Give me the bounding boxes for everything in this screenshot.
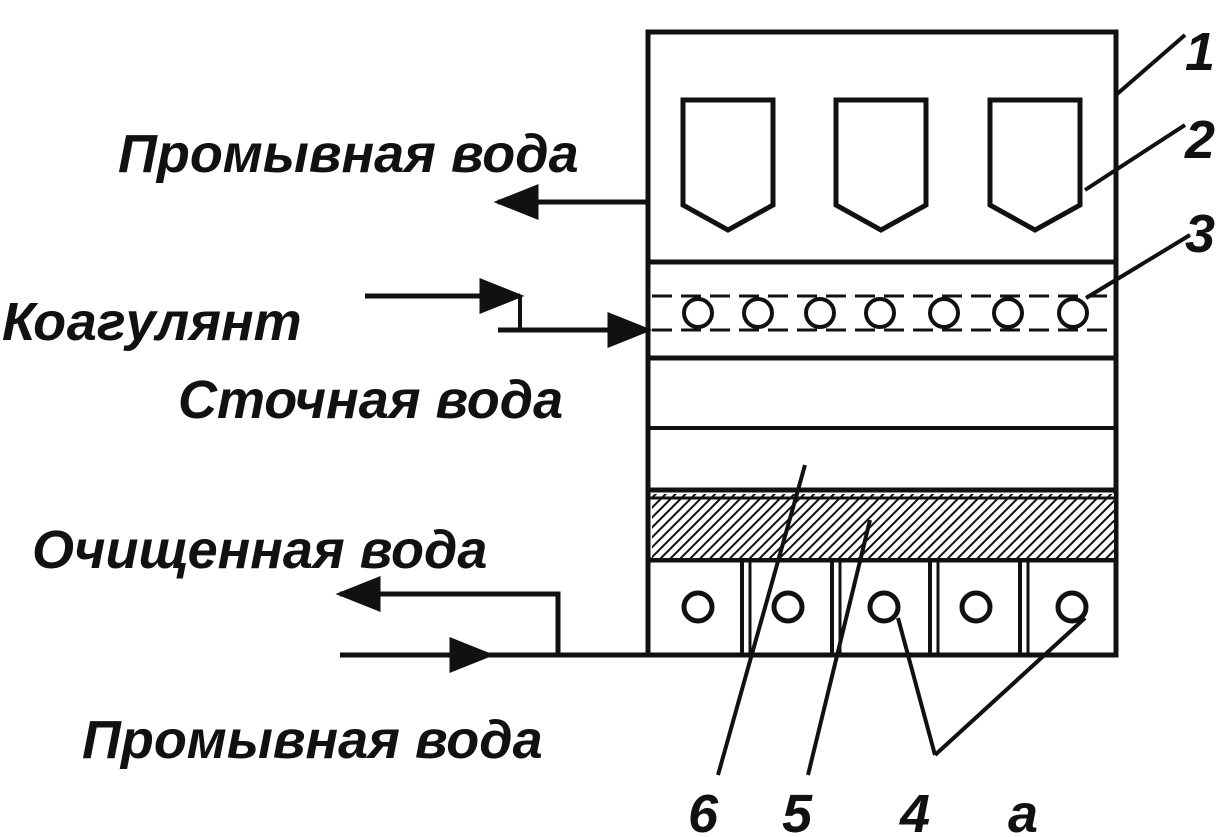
flow-arrows bbox=[335, 184, 653, 673]
callout-3: 3 bbox=[1185, 204, 1215, 264]
leader-lines bbox=[716, 33, 1192, 776]
callout-2: 2 bbox=[1184, 110, 1215, 170]
wash-water-outlet-label: Промывная вода bbox=[118, 124, 579, 184]
coagulant-distribution-pipe bbox=[652, 294, 1116, 332]
callout-6: 6 bbox=[688, 784, 719, 837]
wash-water-troughs bbox=[680, 97, 1083, 233]
filter-housing bbox=[645, 29, 1119, 658]
filter-media-layer bbox=[648, 494, 1116, 558]
callout-5: 5 bbox=[782, 784, 813, 837]
wash-water-inlet-label: Промывная вода bbox=[82, 710, 543, 770]
callout-1: 1 bbox=[1185, 22, 1215, 82]
waste-water-label: Сточная вода bbox=[178, 370, 563, 430]
purified-water-label: Очищенная вода bbox=[32, 520, 487, 580]
callout-4: 4 bbox=[899, 784, 930, 837]
underdrain-cells bbox=[681, 560, 1089, 655]
callout-a: а bbox=[1008, 784, 1038, 837]
coagulant-label: Коагулянт bbox=[2, 292, 302, 352]
